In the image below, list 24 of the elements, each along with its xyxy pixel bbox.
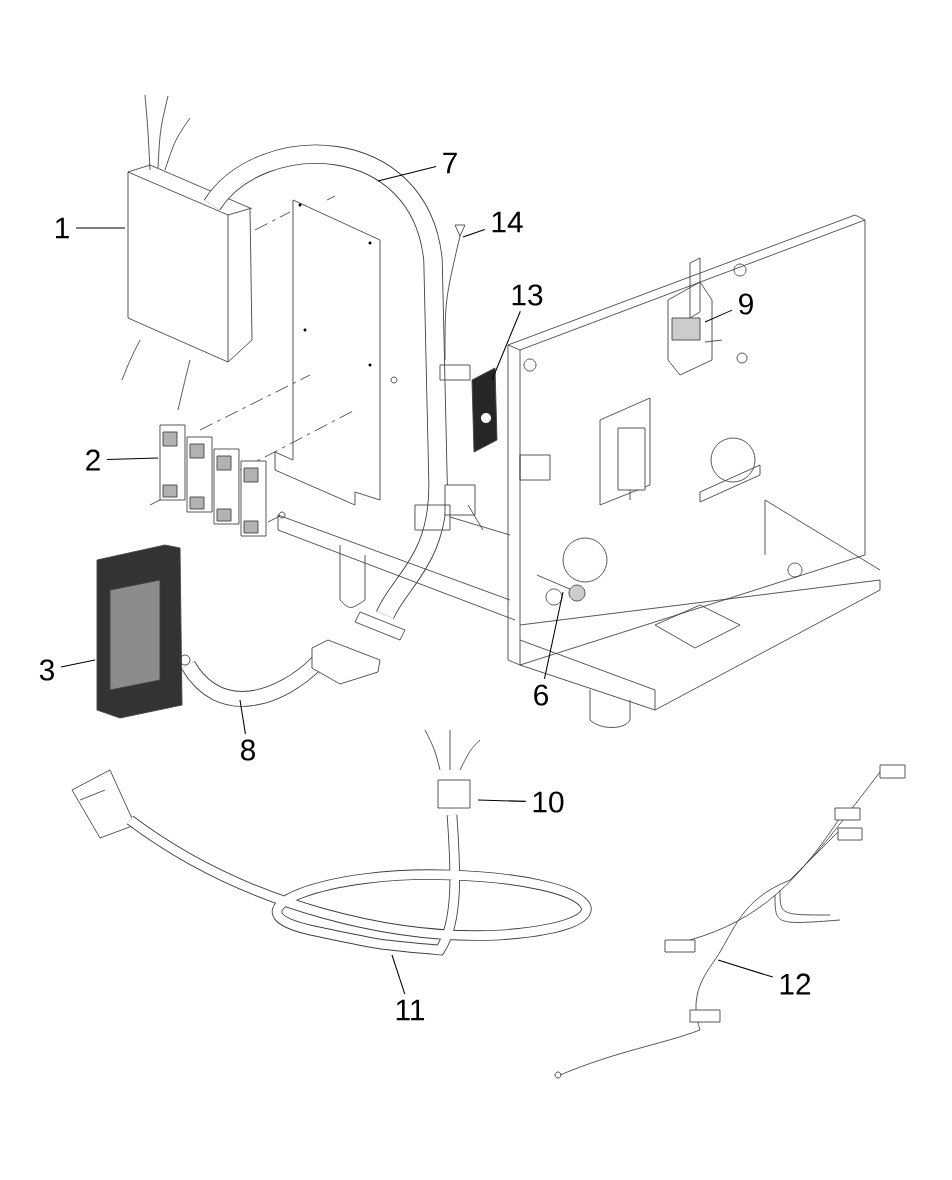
leader-line [462, 229, 486, 238]
leader-line [704, 309, 733, 323]
callout-number: 10 [533, 791, 564, 813]
leader-line [377, 165, 437, 182]
leader-line [491, 310, 521, 381]
callout-number: 13 [512, 284, 543, 306]
callout-number: 1 [56, 217, 69, 239]
leader-line [75, 227, 126, 229]
callout-number: 8 [241, 739, 255, 761]
callout-number: 12 [780, 973, 811, 995]
callout-number: 6 [534, 684, 548, 706]
callout-number: 7 [443, 152, 457, 174]
callout-number: 14 [492, 211, 523, 233]
leader-line [60, 659, 96, 668]
callout-number: 9 [739, 293, 753, 315]
leader-line [391, 954, 406, 995]
leader-line [239, 699, 246, 735]
leader-line [106, 457, 159, 461]
leader-line [543, 591, 564, 680]
callout-number: 2 [86, 449, 100, 471]
leader-line [717, 959, 774, 978]
callout-number: 11 [396, 999, 425, 1021]
leader-line [477, 799, 527, 802]
callout-number: 3 [39, 659, 54, 681]
